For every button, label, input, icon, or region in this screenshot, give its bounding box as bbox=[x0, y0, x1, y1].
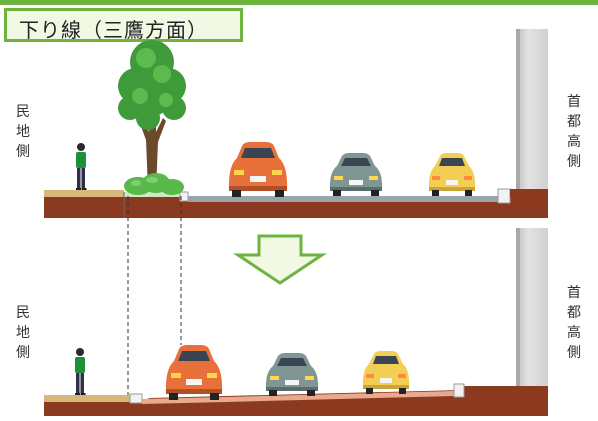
curb-left bbox=[129, 393, 143, 404]
road-pavement bbox=[226, 391, 454, 402]
car-icon bbox=[428, 153, 476, 196]
down-arrow-icon bbox=[233, 234, 327, 285]
right-label-char: 都 bbox=[567, 305, 581, 321]
section-current bbox=[44, 29, 548, 218]
highway-wall bbox=[516, 228, 548, 386]
car-icon bbox=[362, 351, 410, 394]
right-label-char: 都 bbox=[567, 114, 581, 130]
page-title: 下り線（三鷹方面） bbox=[19, 18, 208, 42]
header-accent-line bbox=[0, 0, 598, 5]
left-label-char: 側 bbox=[16, 345, 30, 361]
right-label-bottom: 首 都 高 側 bbox=[563, 283, 585, 363]
right-label-char: 首 bbox=[567, 94, 581, 110]
curb-right bbox=[497, 188, 511, 204]
left-label-char: 地 bbox=[16, 124, 30, 140]
pedestrian-icon bbox=[75, 348, 86, 395]
right-label-top: 首 都 高 側 bbox=[563, 92, 585, 172]
left-label-char: 民 bbox=[16, 305, 30, 321]
left-label-bottom: 民 地 側 bbox=[12, 303, 34, 363]
bike-lane bbox=[142, 397, 226, 404]
road-pavement bbox=[188, 196, 498, 202]
car-icon bbox=[329, 153, 383, 196]
title-box: 下り線（三鷹方面） bbox=[4, 8, 243, 42]
sidewalk-surface bbox=[44, 190, 124, 197]
left-label-char: 地 bbox=[16, 325, 30, 341]
highway-wall bbox=[516, 29, 548, 189]
car-icon bbox=[165, 345, 223, 400]
car-icon bbox=[265, 353, 319, 396]
car-icon bbox=[228, 142, 288, 197]
curb-right bbox=[453, 383, 465, 398]
right-label-char: 高 bbox=[567, 134, 581, 150]
tree-icon bbox=[118, 40, 186, 195]
right-label-char: 側 bbox=[567, 154, 581, 170]
left-label-char: 民 bbox=[16, 104, 30, 120]
right-label-char: 高 bbox=[567, 325, 581, 341]
right-label-char: 首 bbox=[567, 285, 581, 301]
right-label-char: 側 bbox=[567, 345, 581, 361]
pedestrian-icon bbox=[76, 143, 87, 190]
highway-wall-edge bbox=[516, 29, 520, 189]
median-ground bbox=[510, 189, 548, 197]
left-label-top: 民 地 側 bbox=[12, 102, 34, 162]
left-label-char: 側 bbox=[16, 144, 30, 160]
section-future bbox=[44, 228, 548, 416]
sidewalk-surface bbox=[44, 395, 130, 402]
highway-wall-edge bbox=[516, 228, 520, 386]
